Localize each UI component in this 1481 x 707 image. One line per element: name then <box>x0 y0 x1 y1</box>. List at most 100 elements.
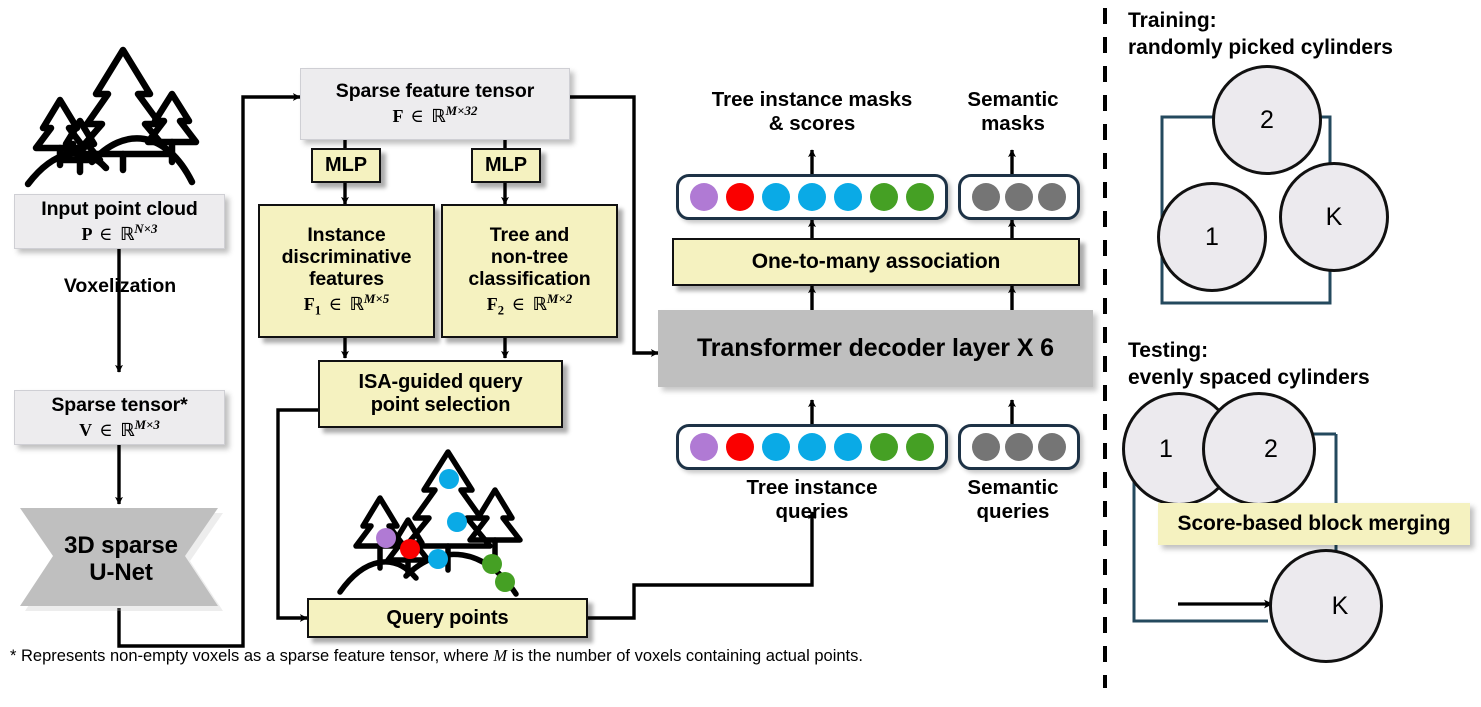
tree-instance-queries-line1: Tree instance <box>746 476 878 499</box>
score-based-block-merging-label: Score-based block merging <box>1177 512 1451 536</box>
tree-classification-line3: classification <box>468 267 591 290</box>
semantic-queries-line2: queries <box>976 500 1050 524</box>
output-semantic-token-row[interactable] <box>958 174 1080 220</box>
token-dot-blue <box>834 433 862 461</box>
score-based-block-merging-box[interactable]: Score-based block merging <box>1158 503 1470 545</box>
transformer-decoder-label: Transformer decoder layer X 6 <box>697 334 1054 363</box>
sparse-tensor-math: V ∈ ℝM×3 <box>79 416 160 441</box>
token-dot-red <box>726 183 754 211</box>
semantic-masks-line2: masks <box>981 112 1045 136</box>
semantic-queries-line1: Semantic <box>967 476 1059 499</box>
token-dot-blue <box>762 433 790 461</box>
token-dot-purple <box>690 433 718 461</box>
instance-features-line1: Instance <box>307 223 386 246</box>
sparse-feature-tensor-math: F ∈ ℝM×32 <box>392 103 478 128</box>
training-circle-2: 2 <box>1212 65 1322 175</box>
token-dot-green <box>906 183 934 211</box>
output-instance-token-row[interactable] <box>676 174 948 220</box>
token-dot-blue <box>798 183 826 211</box>
input-point-cloud-box[interactable]: Input point cloud P ∈ ℝN×3 <box>14 194 225 249</box>
sparse-tensor-title: Sparse tensor* <box>51 393 188 416</box>
token-dot-green <box>870 433 898 461</box>
semantic-masks-label: Semantic masks <box>946 88 1080 136</box>
isa-query-selection-box[interactable]: ISA-guided query point selection <box>318 360 563 428</box>
token-dot-gray <box>1038 183 1066 211</box>
input-point-cloud-title: Input point cloud <box>41 197 198 220</box>
query-dot-green <box>495 572 515 592</box>
semantic-masks-line1: Semantic <box>967 88 1059 111</box>
unet-line2: U-Net <box>89 559 153 586</box>
query-dot-red <box>400 539 420 559</box>
instance-features-box[interactable]: Instance discriminative features F1 ∈ ℝM… <box>258 204 435 338</box>
token-dot-blue <box>834 183 862 211</box>
footnote-math: M <box>493 646 508 665</box>
testing-circle-2-label: 2 <box>1264 434 1278 463</box>
query-dot-blue <box>428 549 448 569</box>
tree-instance-masks-line2: & scores <box>768 112 856 136</box>
footnote-prefix: * Represents non-empty voxels as a spars… <box>10 647 494 665</box>
unet-box[interactable]: 3D sparse U-Net <box>12 504 230 614</box>
footnote: * Represents non-empty voxels as a spars… <box>10 646 863 666</box>
tree-classification-box[interactable]: Tree and non-tree classification F2 ∈ ℝM… <box>441 204 618 338</box>
instance-features-math: F1 ∈ ℝM×5 <box>303 290 390 318</box>
token-dot-gray <box>1038 433 1066 461</box>
transformer-decoder-box[interactable]: Transformer decoder layer X 6 <box>658 310 1093 387</box>
query-dot-blue <box>439 469 459 489</box>
training-circle-1: 1 <box>1157 182 1267 292</box>
token-dot-green <box>906 433 934 461</box>
mlp-right-box[interactable]: MLP <box>471 148 541 183</box>
input-point-cloud-math: P ∈ ℝN×3 <box>81 220 158 245</box>
mlp-left-box[interactable]: MLP <box>311 148 381 183</box>
token-dot-gray <box>1005 183 1033 211</box>
instance-features-line3: features <box>308 267 385 290</box>
tree-classification-math: F2 ∈ ℝM×2 <box>486 290 573 318</box>
tree-classification-line1: Tree and <box>489 223 570 246</box>
one-to-many-label: One-to-many association <box>751 250 1001 274</box>
training-circle-1-label: 1 <box>1205 222 1219 251</box>
token-dot-gray <box>972 183 1000 211</box>
testing-circle-k: K <box>1269 549 1383 663</box>
token-dot-purple <box>690 183 718 211</box>
token-dot-green <box>870 183 898 211</box>
token-dot-gray <box>972 433 1000 461</box>
tree-instance-queries-line2: queries <box>775 500 849 524</box>
tree-instance-masks-line1: Tree instance masks <box>711 88 913 111</box>
forest-trees-with-query-points-icon <box>337 449 523 597</box>
isa-line2: point selection <box>370 394 511 416</box>
isa-line1: ISA-guided query <box>358 371 523 394</box>
training-circle-k: K <box>1279 162 1389 272</box>
tree-classification-line2: non-tree <box>490 245 569 268</box>
semantic-queries-label: Semantic queries <box>946 476 1080 524</box>
token-dot-blue <box>762 183 790 211</box>
forest-trees-icon <box>24 46 200 188</box>
training-title: Training: randomly picked cylinders <box>1128 9 1393 59</box>
testing-circle-1-label: 1 <box>1159 434 1173 463</box>
query-dot-purple <box>376 528 396 548</box>
one-to-many-association-box[interactable]: One-to-many association <box>672 238 1080 286</box>
mlp-left-label: MLP <box>325 154 367 177</box>
query-dot-blue <box>447 512 467 532</box>
sparse-feature-tensor-box[interactable]: Sparse feature tensor F ∈ ℝM×32 <box>300 68 570 140</box>
unet-shape[interactable] <box>12 504 230 614</box>
voxelization-label: Voxelization <box>63 275 177 297</box>
sparse-feature-tensor-title: Sparse feature tensor <box>335 80 535 103</box>
query-instance-token-row[interactable] <box>676 424 948 470</box>
query-semantic-token-row[interactable] <box>958 424 1080 470</box>
footnote-suffix: is the number of voxels containing actua… <box>507 647 863 665</box>
unet-line1: 3D sparse <box>64 531 178 559</box>
tree-instance-masks-label: Tree instance masks & scores <box>672 88 952 136</box>
query-points-box[interactable]: Query points <box>307 598 588 638</box>
token-dot-blue <box>798 433 826 461</box>
training-circle-2-label: 2 <box>1260 105 1274 134</box>
query-dot-green <box>482 554 502 574</box>
tree-instance-queries-label: Tree instance queries <box>672 476 952 524</box>
training-circle-k-label: K <box>1325 202 1343 231</box>
testing-circle-k-label: K <box>1331 591 1349 620</box>
token-dot-red <box>726 433 754 461</box>
testing-circle-2: 2 <box>1202 392 1316 506</box>
testing-title: Testing: evenly spaced cylinders <box>1128 339 1370 389</box>
instance-features-line2: discriminative <box>281 245 412 268</box>
query-points-label: Query points <box>386 606 509 629</box>
sparse-tensor-box[interactable]: Sparse tensor* V ∈ ℝM×3 <box>14 390 225 445</box>
